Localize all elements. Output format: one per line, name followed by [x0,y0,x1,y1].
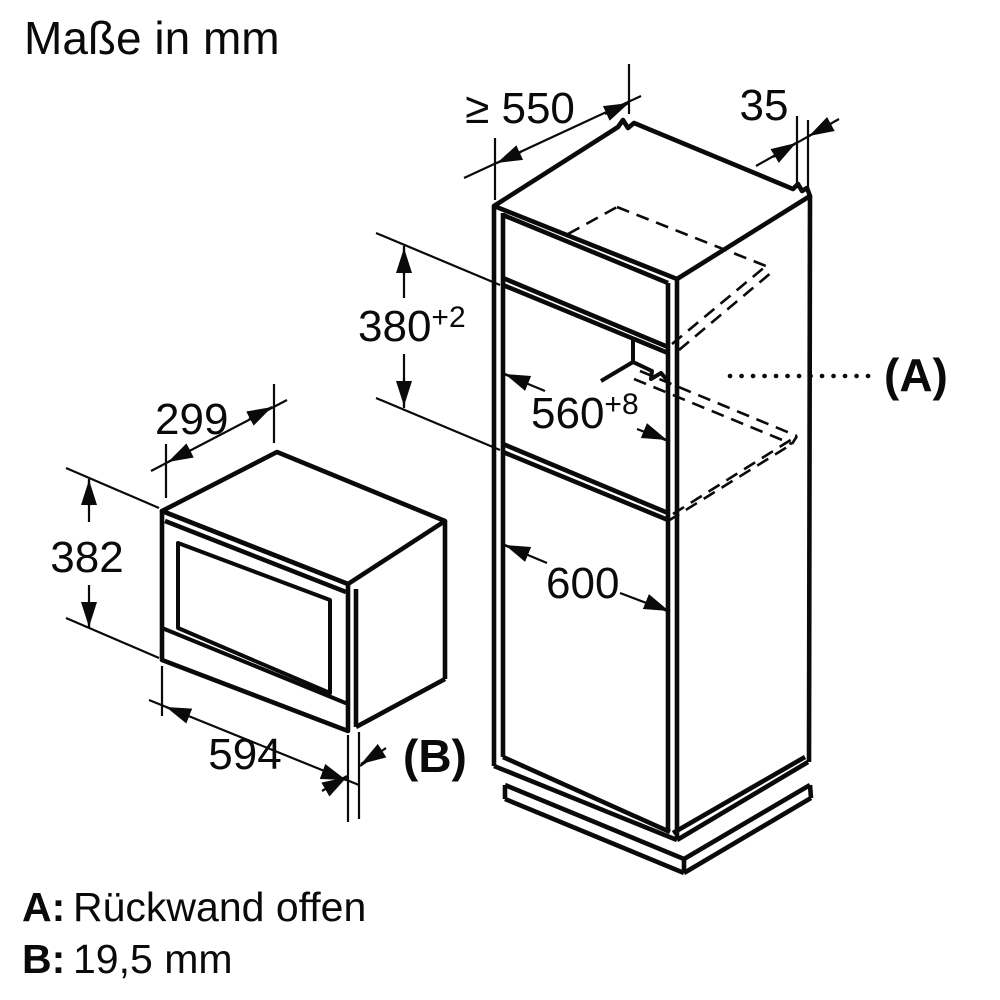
upper-shelf-front [502,275,669,350]
legend-row-b: B:19,5 mm [22,936,233,982]
cabinet-plinth [502,782,814,876]
dim-mw-height-label: 382 [50,533,123,582]
cabinet-back-right-edge [806,195,813,763]
dim-door-projection: (B) [321,730,467,822]
dim-niche-width: 560+8 [503,372,669,443]
ref-open-back: (A) [727,349,948,401]
dim-rear-gap: 35 [740,81,840,192]
dim-top-depth-label: ≥ 550 [465,84,575,133]
dim-mw-width-label: 594 [208,730,281,779]
cabinet-drawing [491,117,814,876]
socket-cutout [599,339,670,383]
dim-unit-width-label: 600 [546,559,619,608]
lower-shelf-front-inner [502,449,669,523]
ref-b-label: (B) [403,730,467,782]
cabinet-right-bottom-inner [671,755,807,835]
lower-shelf-hidden-edges [633,369,799,523]
page-title: Maße in mm [24,12,280,64]
dim-mw-depth: 299 [150,384,288,498]
dim-mw-height: 382 [50,466,160,660]
dim-niche-height-label: 380+2 [358,301,466,351]
cabinet-floor-front-inner [502,754,671,835]
microwave-door-top-lip [164,518,347,595]
lower-shelf-front [502,441,669,516]
cabinet-top-face [491,117,813,282]
microwave-door-window [176,541,332,695]
cabinet-right-bottom-edge [675,760,810,842]
microwave-door [159,508,351,734]
microwave-drawing [159,449,448,734]
dim-top-depth: ≥ 550 [463,64,642,200]
dim-mw-depth-label: 299 [155,395,228,444]
legend: A:Rückwand offen B:19,5 mm [22,884,366,982]
cabinet-top-panel-inner [502,212,669,286]
upper-shelf-front-inner [502,282,669,356]
dim-niche-width-label: 560+8 [531,388,639,438]
dim-mw-width: 594 [148,666,360,787]
upper-shelf-hidden-edges [567,205,773,351]
microwave-body-bottom-edge [354,676,447,730]
microwave-control-strip-line [161,626,349,706]
dim-unit-width: 600 [503,543,671,614]
dim-rear-gap-label: 35 [740,81,789,130]
legend-row-a: A:Rückwand offen [22,884,366,930]
dim-niche-height: 380+2 [358,231,501,452]
cabinet-floor-front [493,763,678,843]
ref-a-label: (A) [884,349,948,401]
